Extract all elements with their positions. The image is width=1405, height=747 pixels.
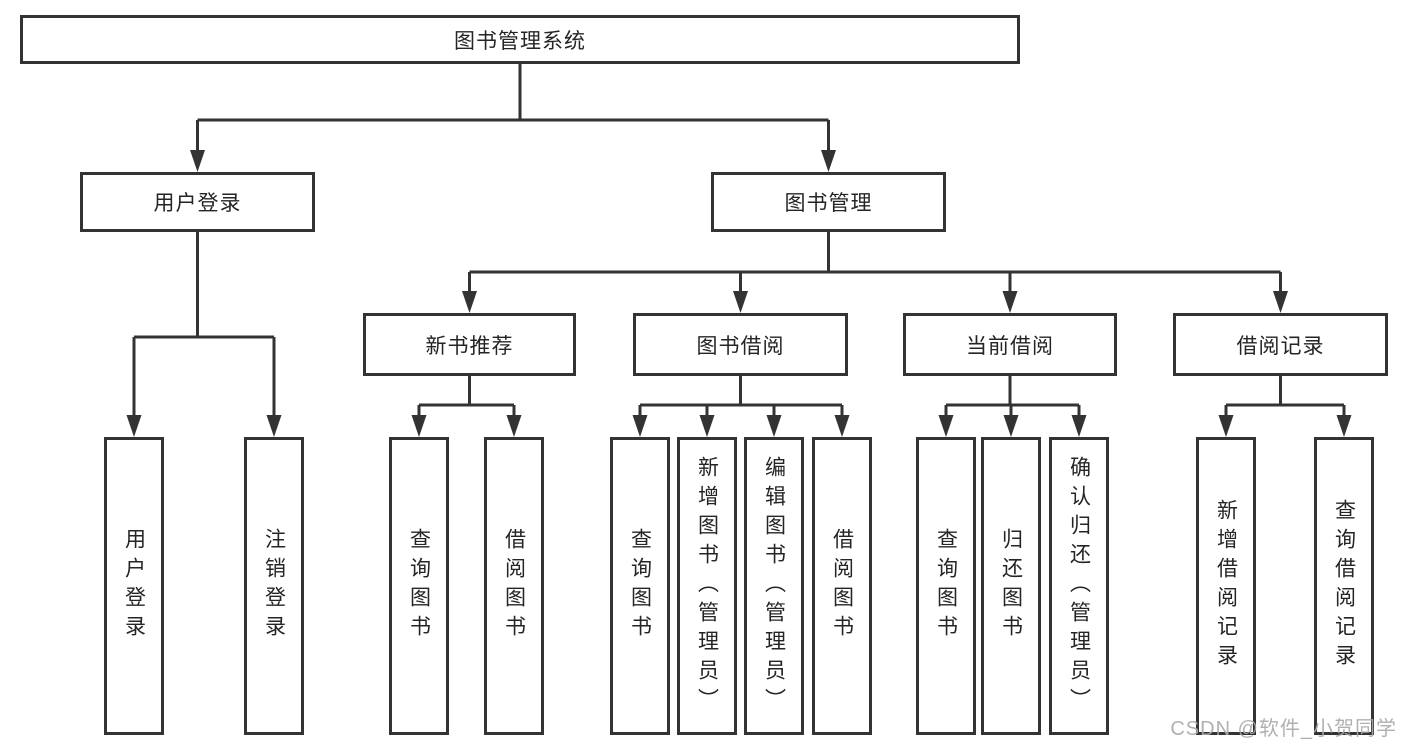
leaf-query-books-recommend: 查询图书 [389, 437, 449, 735]
connector-user-login-subtree [132, 232, 276, 417]
leaf-label: 用户登录 [122, 528, 146, 644]
leaf-query-books-current: 查询图书 [916, 437, 976, 735]
node-library-system: 图书管理系统 [20, 15, 1020, 64]
node-new-book-recommend: 新书推荐 [363, 313, 576, 376]
connector-book-borrow-subtree [638, 376, 844, 417]
leaf-label: 编辑图书（管理员） [762, 455, 786, 717]
csdn-watermark: CSDN @软件_小贺同学 [1170, 718, 1397, 740]
node-label: 借阅记录 [1236, 334, 1325, 358]
leaf-logout: 注销登录 [244, 437, 304, 735]
node-user-login: 用户登录 [80, 172, 315, 232]
leaf-label: 查询图书 [407, 528, 431, 644]
connector-current-borrow-subtree [944, 376, 1081, 417]
node-current-borrowing: 当前借阅 [903, 313, 1117, 376]
leaf-label: 查询图书 [628, 528, 652, 644]
node-borrow-records: 借阅记录 [1173, 313, 1388, 376]
leaf-label: 确认归还（管理员） [1067, 455, 1091, 717]
leaf-borrow-books: 借阅图书 [812, 437, 872, 735]
leaf-add-books-admin: 新增图书（管理员） [677, 437, 737, 735]
leaf-confirm-return-admin: 确认归还（管理员） [1049, 437, 1109, 735]
leaf-label: 查询借阅记录 [1332, 499, 1356, 673]
node-label: 图书管理系统 [454, 29, 586, 53]
arrowhead-icons [126, 150, 1352, 437]
leaf-label: 借阅图书 [830, 528, 854, 644]
connector-root-to-level1 [196, 64, 830, 152]
leaf-label: 查询图书 [934, 528, 958, 644]
leaf-query-borrow-record: 查询借阅记录 [1314, 437, 1374, 735]
node-book-borrowing: 图书借阅 [633, 313, 848, 376]
leaf-borrow-books-recommend: 借阅图书 [484, 437, 544, 735]
leaf-user-login: 用户登录 [104, 437, 164, 735]
node-book-management: 图书管理 [711, 172, 946, 232]
node-label: 图书管理 [784, 192, 873, 215]
connector-new-book-subtree [417, 376, 516, 417]
node-label: 用户登录 [153, 192, 242, 215]
leaf-query-books-borrow: 查询图书 [610, 437, 670, 735]
connector-book-mgmt-subtree [468, 232, 1282, 293]
node-label: 新书推荐 [425, 334, 514, 358]
leaf-label: 归还图书 [999, 528, 1023, 644]
leaf-label: 注销登录 [262, 528, 286, 644]
connector-borrow-record-subtree [1224, 376, 1346, 417]
leaf-edit-books-admin: 编辑图书（管理员） [744, 437, 804, 735]
leaf-label: 新增图书（管理员） [695, 455, 719, 717]
leaf-add-borrow-record: 新增借阅记录 [1196, 437, 1256, 735]
leaf-label: 借阅图书 [502, 528, 526, 644]
node-label: 图书借阅 [696, 334, 785, 358]
node-label: 当前借阅 [966, 334, 1054, 358]
leaf-label: 新增借阅记录 [1214, 499, 1238, 673]
leaf-return-books: 归还图书 [981, 437, 1041, 735]
